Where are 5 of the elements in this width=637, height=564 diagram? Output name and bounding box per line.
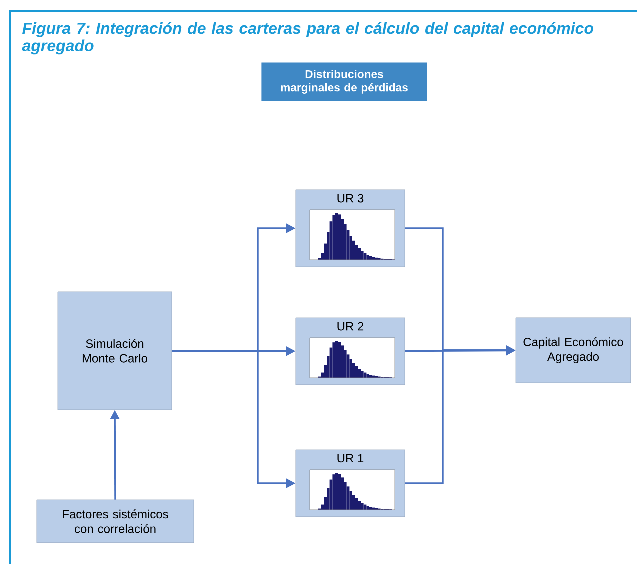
figure-title: Figura 7: Integración de las carteras para el cálculo del capital económico agregado — [22, 22, 594, 55]
header-box: Distribuciones marginales de pérdidas — [262, 62, 428, 102]
process-box: Capital Económico Agregado — [516, 318, 632, 384]
process-box: Factores sistémicos con correlación — [36, 500, 194, 544]
process-box: Simulación Monte Carlo — [58, 292, 172, 410]
